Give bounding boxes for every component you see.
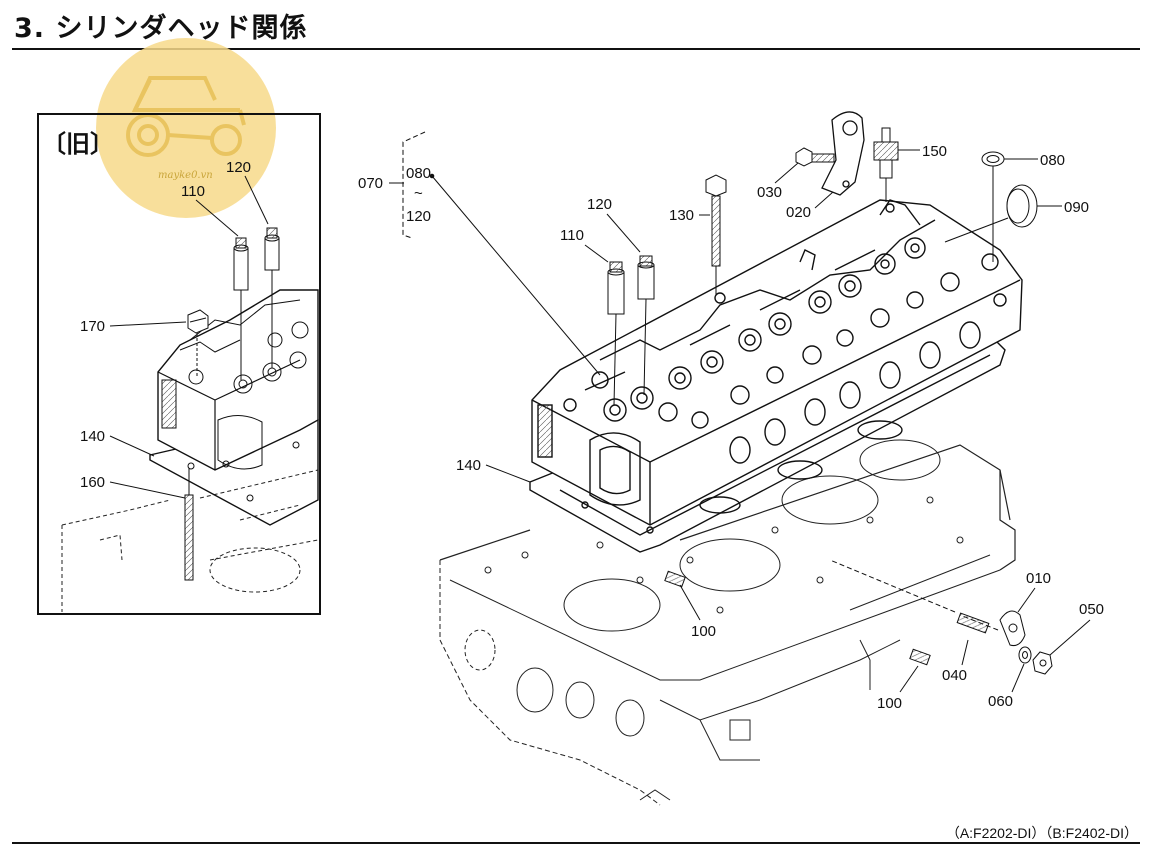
label-020: 020 — [786, 204, 811, 221]
label-140: 140 — [456, 457, 481, 474]
inset-engine-drawing — [61, 227, 319, 612]
inset-heading: 〔旧〕 — [42, 130, 114, 158]
label-120: 120 — [587, 196, 612, 213]
inset-label-140: 140 — [80, 428, 105, 445]
assembly-070-bracket — [402, 131, 601, 376]
inset-label-110: 110 — [181, 183, 205, 200]
engine-block — [439, 439, 1016, 806]
watermark-logo: mayke0.vn — [96, 38, 276, 218]
valve-guide-110 — [607, 261, 625, 406]
label-100-lower: 100 — [877, 695, 902, 712]
label-130: 130 — [669, 207, 694, 224]
label-tilde: ~ — [414, 185, 423, 202]
inset-valve-guide-110 — [233, 237, 249, 380]
cap-090 — [944, 184, 1038, 243]
label-080-bracket: 080 — [406, 165, 431, 182]
head-bolt-130 — [705, 174, 727, 295]
label-150: 150 — [922, 143, 947, 160]
bolt-030 — [795, 147, 835, 167]
inset-label-170: 170 — [80, 318, 105, 335]
label-040: 040 — [942, 667, 967, 684]
main-engine-drawing — [402, 111, 1053, 806]
label-110: 110 — [560, 227, 584, 244]
cylinder-head — [531, 199, 1023, 526]
main-labels: 070 080 ~ 120 120 110 130 030 020 150 08… — [358, 143, 1104, 712]
inset-nut-170 — [187, 309, 209, 376]
label-080: 080 — [1040, 152, 1065, 169]
label-010: 010 — [1026, 570, 1051, 587]
part-100-plug-b — [909, 648, 931, 666]
watermark-text: mayke0.vn — [158, 170, 213, 181]
label-050: 050 — [1079, 601, 1104, 618]
lift-bracket-020 — [821, 111, 865, 196]
inset-label-120: 120 — [226, 159, 251, 176]
sensor-150 — [873, 127, 899, 202]
part-050-nut — [1032, 651, 1053, 675]
label-100-upper: 100 — [691, 623, 716, 640]
seal-080 — [981, 151, 1005, 262]
part-060-washer — [1018, 646, 1032, 664]
label-120-bracket: 120 — [406, 208, 431, 225]
label-090: 090 — [1064, 199, 1089, 216]
label-070: 070 — [358, 175, 383, 192]
footer-rule — [12, 842, 1140, 844]
title-rule — [12, 48, 1140, 50]
inset-old-type: 〔旧〕 — [37, 113, 321, 615]
inset-label-160: 160 — [80, 474, 105, 491]
label-060: 060 — [988, 693, 1013, 710]
part-040-stud — [829, 559, 990, 634]
valve-guide-120 — [637, 255, 655, 396]
part-100-plug-a — [664, 570, 686, 588]
model-footnote: （A:F2202-DI）（B:F2402-DI） — [945, 825, 1138, 841]
inset-stud-160 — [184, 468, 194, 581]
inset-valve-guide-120 — [264, 227, 280, 368]
inset-frame — [37, 113, 321, 615]
page-title: 3. シリンダヘッド関係 — [14, 13, 308, 44]
label-030: 030 — [757, 184, 782, 201]
